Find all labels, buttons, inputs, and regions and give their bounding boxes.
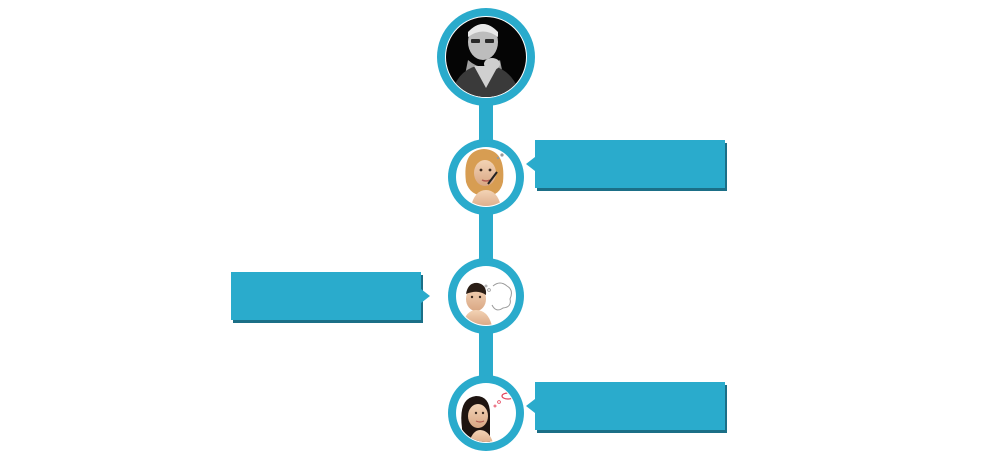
callout-pointer xyxy=(421,289,430,303)
timeline-node-3 xyxy=(448,375,524,451)
timeline-callout-1 xyxy=(526,140,725,188)
timeline-callout-2 xyxy=(231,272,430,320)
timeline-callout-3 xyxy=(526,382,725,430)
elderly-man-thinking-portrait-icon xyxy=(446,17,526,97)
timeline-node-1 xyxy=(448,139,524,215)
timeline-node-2 xyxy=(448,258,524,334)
callout-pointer xyxy=(526,399,535,413)
timeline-node-top xyxy=(437,8,535,106)
woman-looking-up-with-thought-bubble-portrait-icon xyxy=(461,392,515,442)
callout-pointer xyxy=(526,157,535,171)
